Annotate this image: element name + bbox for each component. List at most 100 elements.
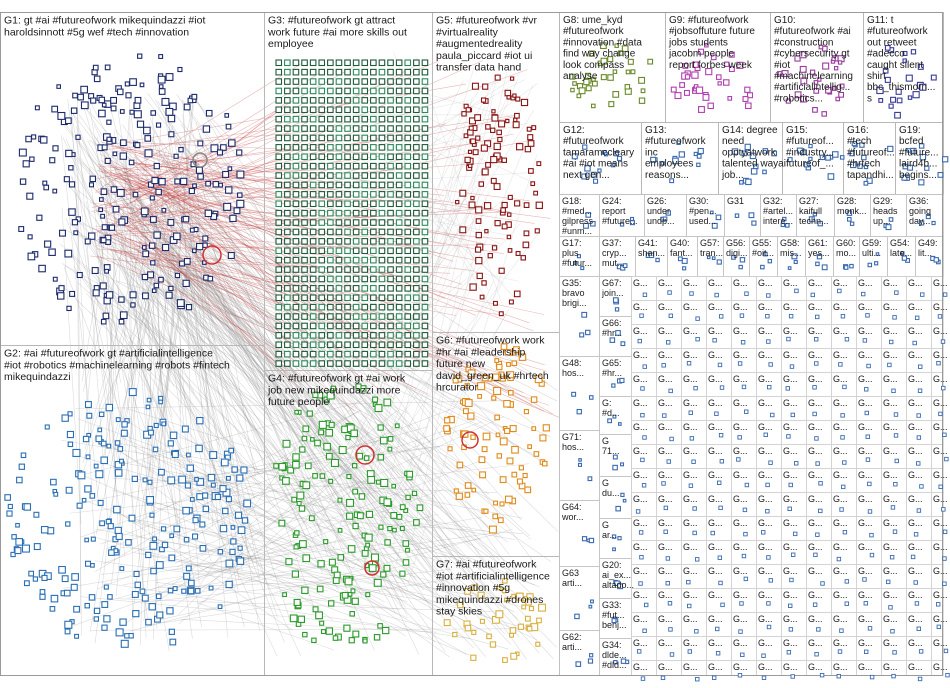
graph-node [751,220,757,226]
graph-node [711,222,718,229]
graph-node [48,248,56,256]
edge [148,198,323,574]
graph-node [318,238,326,245]
graph-node [179,260,185,267]
graph-node [210,144,219,153]
graph-node [370,172,377,179]
graph-node [744,291,749,296]
graph-node [938,484,943,489]
edge [89,290,128,446]
graph-node [297,615,305,623]
edge [124,296,296,535]
graph-node [940,339,946,344]
small-group-label-line: G48: [562,358,582,368]
graph-node [98,411,105,418]
graph-node [474,114,482,121]
graph-node [98,197,104,202]
graph-node [139,588,146,595]
graph-node [292,87,300,95]
graph-node [309,209,317,217]
graph-node [413,87,420,95]
graph-node [344,68,351,76]
graph-node [196,493,204,501]
graph-node [395,228,403,236]
graph-node [301,219,308,226]
graph-node [455,492,463,500]
edge [117,109,193,639]
graph-node [717,555,723,560]
graph-node [749,152,757,160]
edge [150,118,320,537]
graph-node [620,341,626,347]
graph-node [831,151,839,158]
small-group-label: G... [858,446,873,456]
graph-node [231,466,238,473]
graph-node [57,111,66,120]
graph-node [370,115,377,123]
edge [155,582,400,610]
graph-node [404,87,412,95]
graph-node [84,485,92,493]
graph-node [149,512,155,518]
graph-node [292,144,300,151]
graph-node [370,285,377,292]
edge [407,285,502,429]
graph-node [327,87,334,95]
graph-node [665,581,670,586]
small-group-label-line: #fut... [602,610,625,620]
graph-node [576,93,582,99]
graph-node [387,87,394,95]
graph-node [284,106,291,114]
graph-node [81,497,87,503]
graph-node [404,68,412,76]
graph-node [509,425,517,433]
graph-node [151,177,159,185]
graph-node [739,180,744,185]
graph-node [615,505,621,512]
graph-node [893,482,898,487]
graph-node [644,602,649,608]
graph-node [34,105,40,111]
edge [117,108,284,212]
graph-node [506,212,512,217]
graph-node [296,491,305,500]
edge [89,283,150,633]
small-group-label: G... [658,422,673,432]
graph-node [92,289,100,297]
graph-node [878,97,884,103]
graph-node [352,341,360,349]
edge [119,175,533,406]
graph-node [590,103,596,109]
edge [96,134,286,180]
graph-node [493,300,498,306]
edge [88,168,148,619]
graph-node [501,201,508,209]
graph-node [857,163,863,169]
graph-node [476,272,483,280]
graph-node [387,525,393,532]
graph-node [361,313,369,320]
edge [154,219,278,618]
small-group-label: G... [733,662,748,672]
graph-node [100,237,107,244]
graph-node [370,322,377,330]
small-group-label: G... [783,350,798,360]
small-group-label: G20:ai_ex...altado... [602,560,634,590]
graph-node [275,97,283,104]
group-label-line: #futureofwork [563,26,625,37]
graph-node [395,191,403,198]
graph-node [622,263,628,269]
graph-node [404,313,412,320]
graph-node [576,254,582,259]
group-label-line: #futureofwork #ai [774,26,851,37]
graph-node [378,238,386,245]
graph-node [217,548,224,555]
graph-node [936,624,942,630]
edge [395,72,508,565]
graph-node [365,592,371,598]
graph-node [309,266,317,273]
graph-node [413,275,420,283]
group-label-line: #futureof... [847,147,895,158]
